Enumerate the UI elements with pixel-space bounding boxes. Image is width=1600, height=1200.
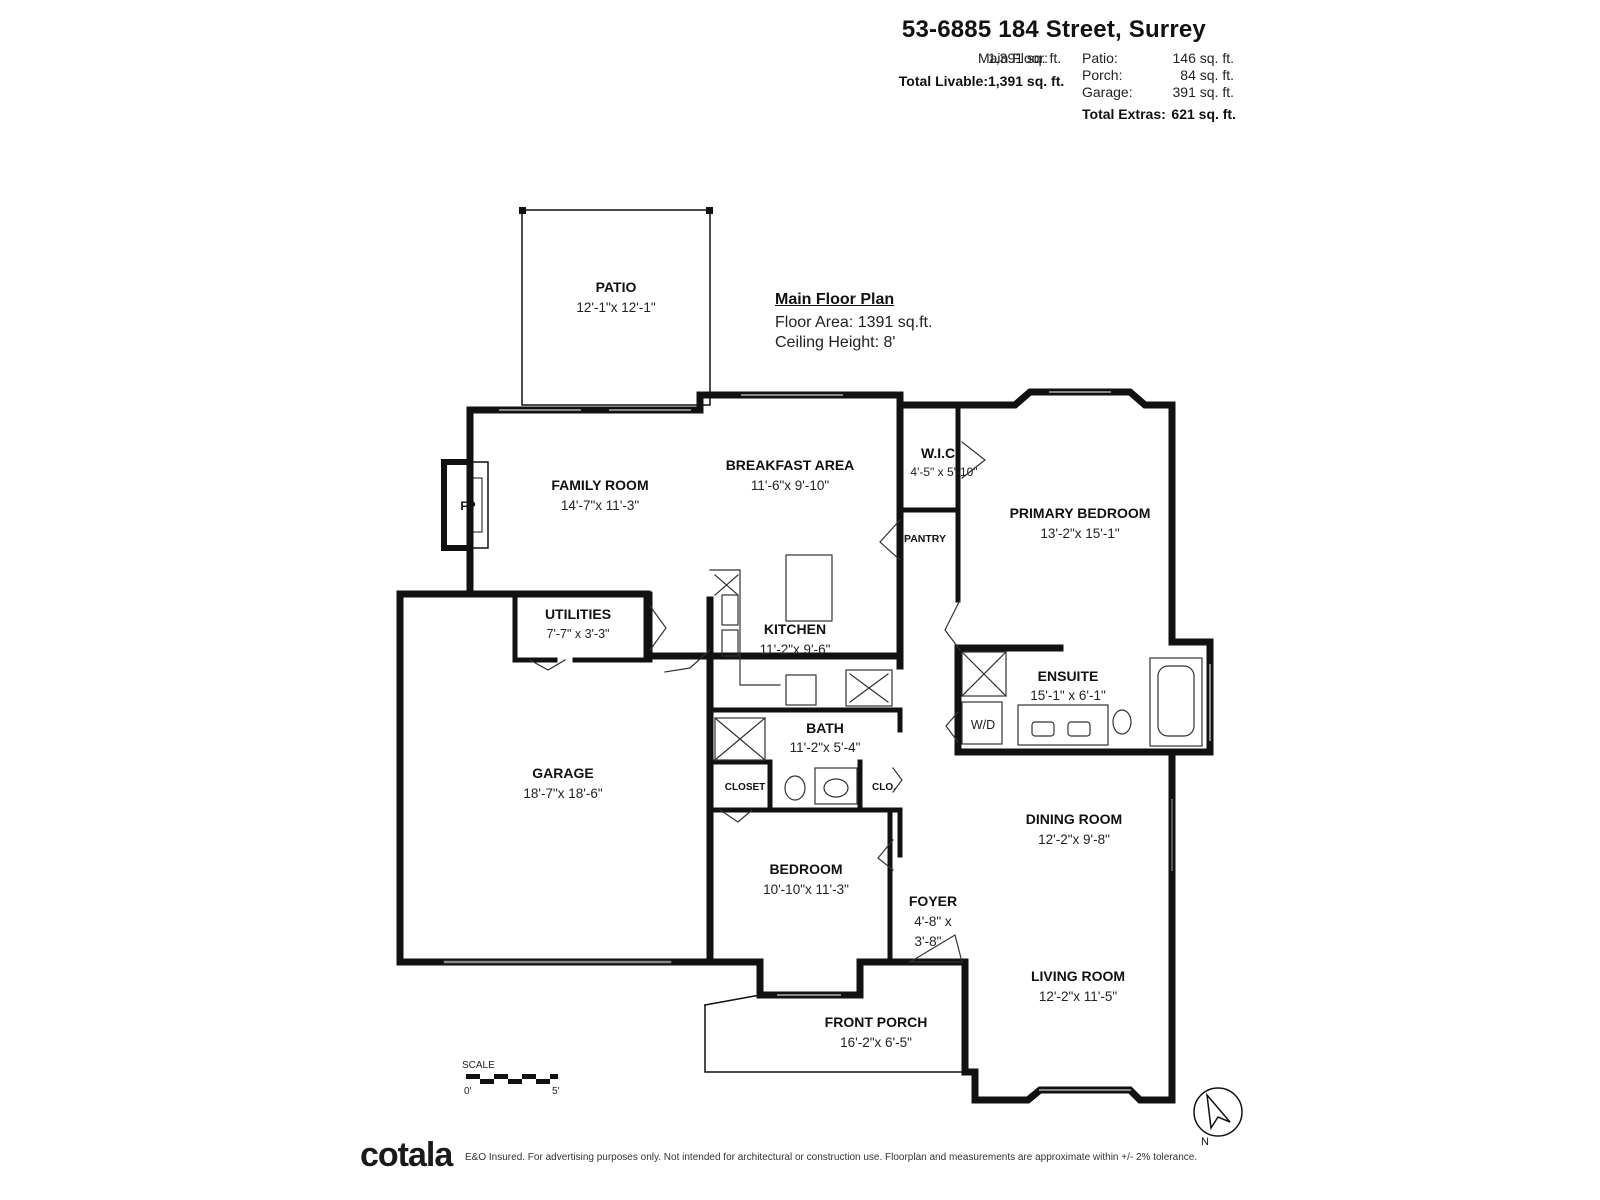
wd-name: W/D xyxy=(971,718,995,732)
dining-room-dims: 12'-2"x 9'-8" xyxy=(1038,832,1110,847)
breakfast-area-dims: 11'-6"x 9'-10" xyxy=(751,478,829,493)
front-porch-dims: 16'-2"x 6'-5" xyxy=(840,1035,912,1050)
total-extras-value: 621 sq. ft. xyxy=(1171,106,1236,122)
kitchen-counters xyxy=(709,554,893,707)
doors xyxy=(529,441,1173,963)
scale-label: SCALE xyxy=(462,1060,495,1071)
compass-icon: N xyxy=(1193,1087,1243,1148)
kitchen-name: KITCHEN xyxy=(764,621,826,637)
garage-value: 391 sq. ft. xyxy=(1172,84,1234,100)
total-livable-label: Total Livable: xyxy=(898,73,988,89)
fireplace-box xyxy=(441,459,473,551)
bedroom-name: BEDROOM xyxy=(769,861,842,877)
garage-dims: 18'-7"x 18'-6" xyxy=(523,786,602,801)
bedroom-dims: 10'-10"x 11'-3" xyxy=(763,882,849,897)
floor-area: Floor Area: 1391 sq.ft. xyxy=(775,314,933,331)
patio-name: PATIO xyxy=(596,279,637,295)
foyer-dims-1: 4'-8" x xyxy=(914,914,952,929)
primary-bedroom-dims: 13'-2"x 15'-1" xyxy=(1040,526,1119,541)
brand-logo: cotala xyxy=(360,1136,453,1174)
bath-dims: 11'-2"x 5'-4" xyxy=(790,740,861,755)
foyer-name: FOYER xyxy=(909,893,957,909)
front-porch-name: FRONT PORCH xyxy=(825,1014,928,1030)
main-floor-label: Main Floor: xyxy=(977,50,1048,66)
family-room-dims: 14'-7"x 11'-3" xyxy=(561,498,639,513)
clo-name: CLO. xyxy=(872,782,896,793)
total-livable-value: 1,391 sq. ft. xyxy=(988,73,1065,89)
patio-dims: 12'-1"x 12'-1" xyxy=(576,300,655,315)
porch-label: Porch: xyxy=(1082,67,1123,83)
garage-name: GARAGE xyxy=(532,765,593,781)
compass-label: N xyxy=(1201,1136,1209,1148)
scale-bar: SCALE 0' 5' xyxy=(462,1060,560,1097)
pantry-name: PANTRY xyxy=(904,533,946,545)
closet-name: CLOSET xyxy=(725,782,766,793)
bath-fixtures xyxy=(714,717,858,805)
fireplace-name: FP xyxy=(460,499,475,513)
dining-room-name: DINING ROOM xyxy=(1026,811,1122,827)
patio-outline xyxy=(521,209,711,406)
windows xyxy=(443,391,1211,1091)
utilities-dims: 7'-7" x 3'-3" xyxy=(547,627,610,641)
garage-label: Garage: xyxy=(1082,84,1133,100)
wic-name: W.I.C. xyxy=(921,445,959,461)
patio-label: Patio: xyxy=(1082,50,1118,66)
family-room-name: FAMILY ROOM xyxy=(551,477,648,493)
scale-end: 5' xyxy=(552,1086,560,1097)
foyer-dims-2: 3'-8" xyxy=(915,934,942,949)
wic-dims: 4'-5" x 5'-10" xyxy=(910,465,977,479)
plan-title: Main Floor Plan xyxy=(775,291,895,308)
porch-value: 84 sq. ft. xyxy=(1180,67,1234,83)
kitchen-dims: 11'-2"x 9'-6" xyxy=(760,642,831,657)
living-room-dims: 12'-2"x 11'-5" xyxy=(1039,989,1117,1004)
breakfast-area-name: BREAKFAST AREA xyxy=(726,457,855,473)
living-room-name: LIVING ROOM xyxy=(1031,968,1125,984)
total-extras-label: Total Extras: xyxy=(1082,106,1166,122)
property-address: 53-6885 184 Street, Surrey xyxy=(901,16,1206,43)
ensuite-name: ENSUITE xyxy=(1038,668,1099,684)
scale-start: 0' xyxy=(464,1086,472,1097)
ceiling-height: Ceiling Height: 8' xyxy=(775,334,896,351)
ensuite-dims: 15'-1" x 6'-1" xyxy=(1030,688,1106,703)
utilities-name: UTILITIES xyxy=(545,606,611,622)
porch-outline xyxy=(704,1004,966,1073)
disclaimer: E&O Insured. For advertising purposes on… xyxy=(465,1152,1198,1163)
ensuite-fixtures xyxy=(961,651,1203,747)
primary-bedroom-name: PRIMARY BEDROOM xyxy=(1010,505,1151,521)
patio-value: 146 sq. ft. xyxy=(1172,50,1234,66)
main-floor-value: 1,391 sq. ft. xyxy=(988,50,1062,66)
bath-name: BATH xyxy=(806,720,844,736)
